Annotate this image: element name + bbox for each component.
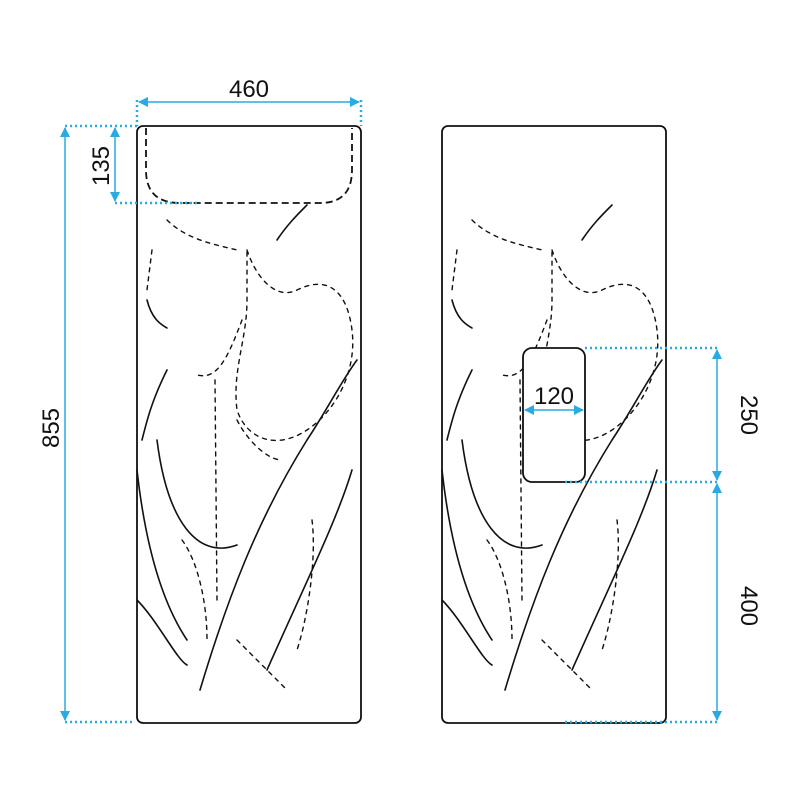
- marble-pattern: [136, 204, 358, 691]
- pedestal-outline: [136, 125, 362, 724]
- cutout-opening: [522, 347, 586, 483]
- side-view-right: 120 250 400: [441, 125, 762, 724]
- width-label: 460: [229, 76, 269, 103]
- cutout-width-label: 120: [534, 383, 574, 410]
- basin-depth-label: 135: [88, 146, 115, 186]
- height-label: 855: [38, 408, 65, 448]
- basin-hidden-outline: [145, 128, 353, 204]
- front-view-left: 460 855 135: [38, 76, 363, 724]
- pedestal-outline: [441, 125, 667, 724]
- cutout-base-label: 400: [735, 586, 762, 626]
- cutout-height-label: 250: [735, 395, 762, 435]
